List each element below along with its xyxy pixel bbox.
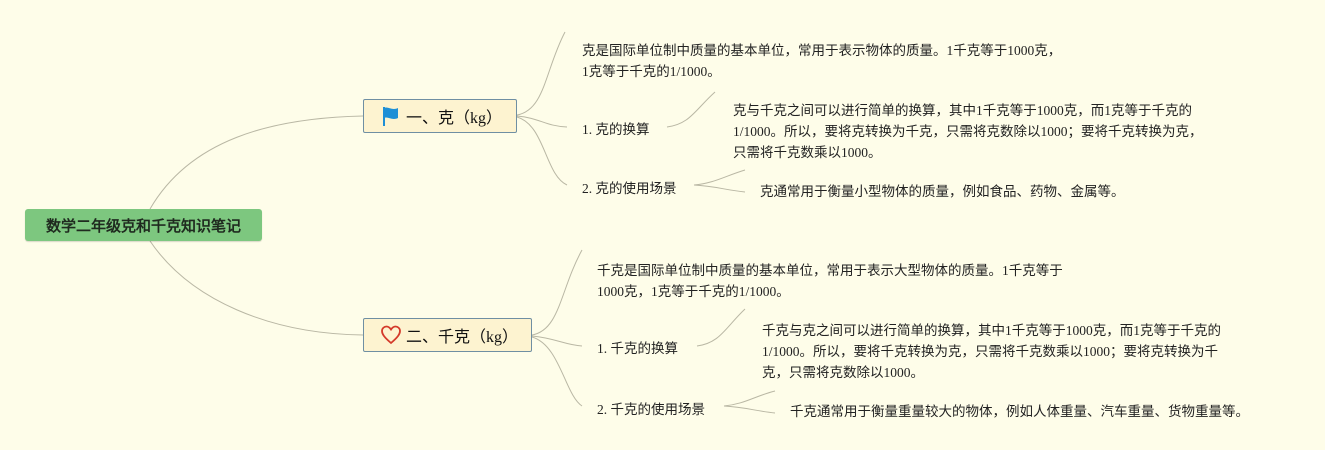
link-root-branch1: [149, 115, 364, 210]
subtopic-kilogram-conversion[interactable]: 1. 千克的换算: [597, 341, 678, 356]
link-b2c1-detail: [696, 308, 746, 347]
kilogram-conversion-detail: 千克与克之间可以进行简单的换算，其中1千克等于1000克，而1克等于千克的 1/…: [762, 323, 1221, 380]
link-b2-c1: [531, 335, 583, 347]
heart-icon: [381, 325, 401, 345]
link-b1c2-detail: [693, 169, 746, 186]
link-b1-c2: [516, 116, 568, 186]
link-root-branch2: [149, 240, 364, 336]
branch-gram[interactable]: 一、克（kg）: [363, 99, 517, 133]
branch-kilogram[interactable]: 二、千克（kg）: [363, 318, 532, 352]
subtopic-kilogram-usage[interactable]: 2. 千克的使用场景: [597, 402, 705, 417]
branch-label: 二、千克（kg）: [406, 329, 519, 346]
link-b2-c2: [531, 336, 583, 407]
link-b2-intro: [531, 249, 583, 336]
link-b1c2-detail-b: [693, 184, 746, 193]
link-b1c1-detail: [666, 91, 716, 128]
kilogram-usage-detail: 千克通常用于衡量重量较大的物体，例如人体重量、汽车重量、货物重量等。: [790, 404, 1249, 419]
branch-kilogram-intro: 千克是国际单位制中质量的基本单位，常用于表示大型物体的质量。1千克等于 1000…: [597, 263, 1063, 299]
root-topic[interactable]: 数学二年级克和千克知识笔记: [25, 209, 262, 241]
subtopic-gram-usage[interactable]: 2. 克的使用场景: [582, 181, 677, 196]
link-b1-intro: [516, 31, 566, 116]
subtopic-gram-conversion[interactable]: 1. 克的换算: [582, 122, 650, 137]
branch-label: 一、克（kg）: [406, 110, 503, 127]
link-b1-c1: [516, 115, 568, 128]
gram-conversion-detail: 克与千克之间可以进行简单的换算，其中1千克等于1000克，而1克等于千克的 1/…: [733, 103, 1203, 160]
branch-gram-intro: 克是国际单位制中质量的基本单位，常用于表示物体的质量。1千克等于1000克， 1…: [582, 43, 1062, 79]
link-b2c2-detail: [723, 390, 776, 407]
root-title: 数学二年级克和千克知识笔记: [45, 216, 241, 235]
gram-usage-detail: 克通常用于衡量小型物体的质量，例如食品、药物、金属等。: [760, 184, 1125, 199]
link-b2c2-detail-b: [723, 405, 776, 414]
flag-icon: [383, 107, 398, 126]
